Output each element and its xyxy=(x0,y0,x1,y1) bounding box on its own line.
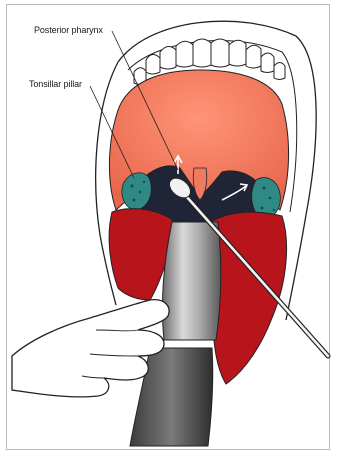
label-posterior-pharynx: Posterior pharynx xyxy=(34,25,103,35)
tongue-depressor-blade xyxy=(162,222,220,340)
label-tonsillar-pillar: Tonsillar pillar xyxy=(29,79,82,89)
